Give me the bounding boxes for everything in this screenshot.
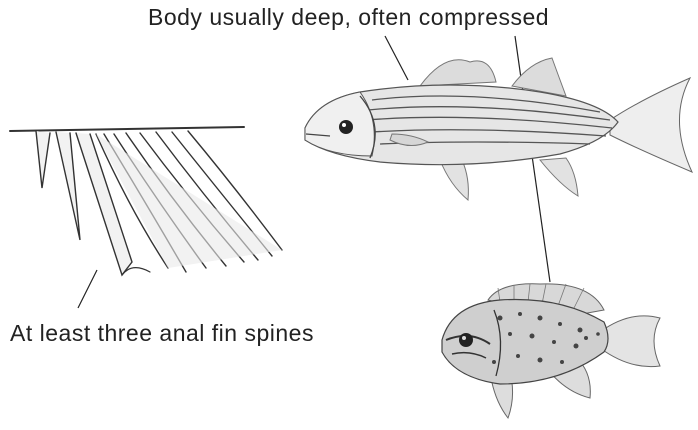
bass-eye — [339, 120, 353, 134]
bass-fish-drawing — [305, 58, 692, 200]
leader-line-anal-fin — [78, 270, 97, 308]
leader-line-body-to-bass — [385, 36, 408, 80]
sunfish-drawing — [442, 284, 660, 418]
sunfish-eye — [459, 333, 473, 347]
anal-fin-closeup-drawing — [10, 127, 282, 275]
